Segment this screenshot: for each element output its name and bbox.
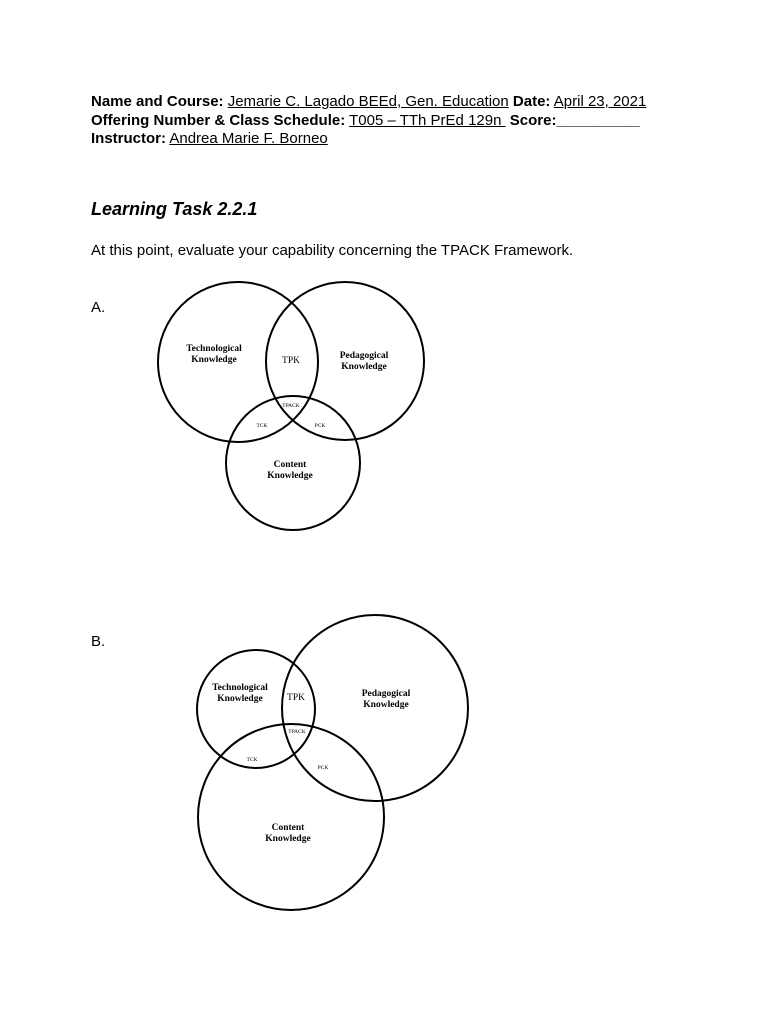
name-course-value: Jemarie C. Lagado BEEd, Gen. Education <box>227 93 509 110</box>
tpk-label-b: TPK <box>287 693 305 703</box>
tpk-label-a: TPK <box>282 356 300 366</box>
tk-label-b-2: Knowledge <box>217 694 262 704</box>
offering-value: T005 – TTh PrEd 129n <box>349 111 506 129</box>
tck-label-a: TCK <box>257 423 268 429</box>
offering-label: Offering Number & Class Schedule: <box>91 111 346 129</box>
ck-label-b-1: Content <box>272 823 306 833</box>
venn-diagram-b <box>196 614 469 911</box>
date-label: Date: <box>512 93 551 110</box>
score-label: Score: <box>509 111 557 129</box>
ck-circle-b <box>197 723 385 911</box>
diagram-b-marker: B. <box>91 633 106 650</box>
pk-circle-b <box>281 614 469 802</box>
name-course-line: Name and Course: Jemarie C. Lagado BEEd,… <box>91 93 646 112</box>
document-header: Name and Course: Jemarie C. Lagado BEEd,… <box>91 93 646 149</box>
intro-text: At this point, evaluate your capability … <box>91 242 574 259</box>
tk-label-b-1: Technological <box>212 683 268 693</box>
score-value: __________ <box>556 111 640 129</box>
tck-label-b: TCK <box>247 757 258 763</box>
task-title: Learning Task 2.2.1 <box>91 199 258 219</box>
tpack-label-b: TPACK <box>288 729 306 735</box>
instructor-value: Andrea Marie F. Borneo <box>169 130 328 147</box>
instructor-line: Instructor: Andrea Marie F. Borneo <box>91 130 646 149</box>
pk-label-b-2: Knowledge <box>363 700 408 710</box>
offering-line: Offering Number & Class Schedule: T005 –… <box>91 112 646 131</box>
venn-diagram-a <box>157 281 425 531</box>
tk-label-a-1: Technological <box>186 344 242 354</box>
tpack-label-a: TPACK <box>282 403 300 409</box>
ck-circle-a <box>225 395 361 531</box>
pk-label-b-1: Pedagogical <box>362 689 411 699</box>
ck-label-b-2: Knowledge <box>265 834 310 844</box>
date-value: April 23, 2021 <box>553 93 647 110</box>
pck-label-a: PCK <box>315 423 326 429</box>
pk-label-a-2: Knowledge <box>341 362 386 372</box>
tk-circle-b <box>196 649 316 769</box>
tk-circle-a <box>157 281 319 443</box>
pk-label-a-1: Pedagogical <box>340 351 389 361</box>
diagram-a-marker: A. <box>91 299 106 316</box>
pk-circle-a <box>265 281 425 441</box>
ck-label-a-1: Content <box>274 460 308 470</box>
venn-labels-a: Technological Knowledge Pedagogical Know… <box>186 344 388 481</box>
ck-label-a-2: Knowledge <box>267 471 312 481</box>
pck-label-b: PCK <box>318 765 329 771</box>
instructor-label: Instructor: <box>91 130 166 147</box>
name-course-label: Name and Course: <box>91 93 224 110</box>
venn-labels-b: Technological Knowledge Pedagogical Know… <box>212 683 410 844</box>
tk-label-a-2: Knowledge <box>191 355 236 365</box>
